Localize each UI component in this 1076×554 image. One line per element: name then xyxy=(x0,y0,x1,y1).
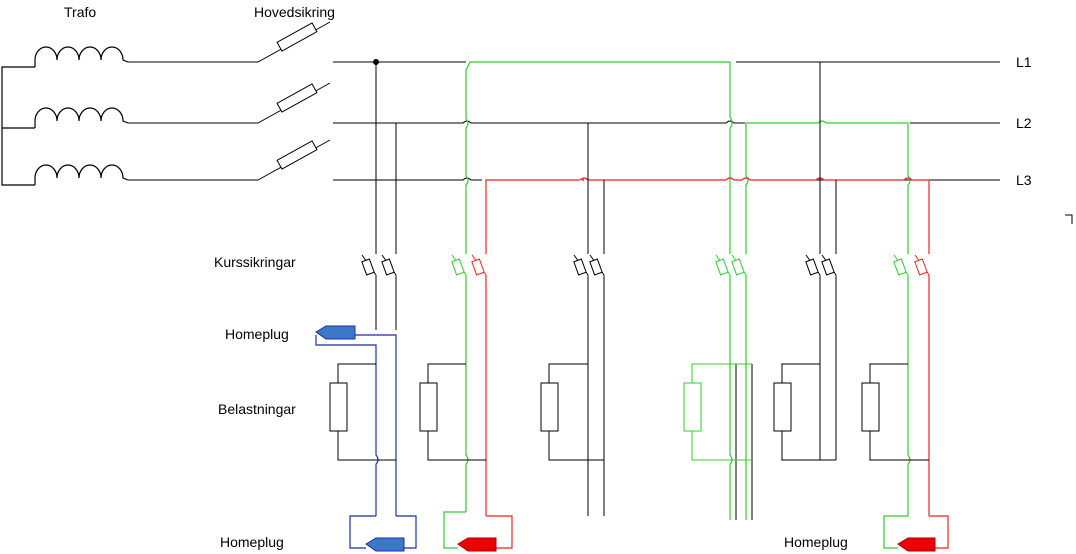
load-5 xyxy=(773,363,836,461)
load-2 xyxy=(419,363,486,461)
label-kurssikringar: Kurssikringar xyxy=(214,254,296,270)
label-homeplug-lower-right: Homeplug xyxy=(784,534,848,550)
main-fuse-l3 xyxy=(276,140,318,170)
load-4 xyxy=(683,363,752,461)
homeplug-lower-red-left xyxy=(443,511,513,552)
loads xyxy=(329,363,929,461)
load-6 xyxy=(861,363,929,461)
edge-mark xyxy=(1065,214,1073,224)
main-fuse-l2 xyxy=(276,83,318,113)
homeplug-upper-connector xyxy=(315,325,356,340)
label-phase-l3: L3 xyxy=(1016,172,1032,188)
green-route xyxy=(465,61,911,520)
label-belastningar: Belastningar xyxy=(218,401,296,417)
main-fuse-l1 xyxy=(276,22,318,52)
main-fuses xyxy=(128,21,331,181)
homeplug-lower-red-right xyxy=(883,515,949,552)
trafo-frame xyxy=(1,66,35,186)
trafo-coil-3 xyxy=(34,164,129,185)
label-phase-l2: L2 xyxy=(1016,115,1032,131)
blue-route xyxy=(315,334,397,516)
branch-fuses xyxy=(361,254,930,276)
bus-bars xyxy=(333,59,1000,181)
label-hovedsikring: Hovedsikring xyxy=(254,4,335,20)
trafo-coil-2 xyxy=(34,107,129,128)
transformer xyxy=(1,46,129,186)
label-phase-l1: L1 xyxy=(1016,54,1032,70)
load-3 xyxy=(540,363,604,461)
branch-wires xyxy=(375,62,837,520)
red-route xyxy=(485,177,930,516)
label-homeplug-upper: Homeplug xyxy=(225,326,289,342)
label-trafo: Trafo xyxy=(64,4,96,20)
trafo-coil-1 xyxy=(34,46,129,67)
homeplug-lower-blue xyxy=(349,515,417,552)
load-1 xyxy=(329,363,396,461)
label-homeplug-lower-left: Homeplug xyxy=(220,534,284,550)
